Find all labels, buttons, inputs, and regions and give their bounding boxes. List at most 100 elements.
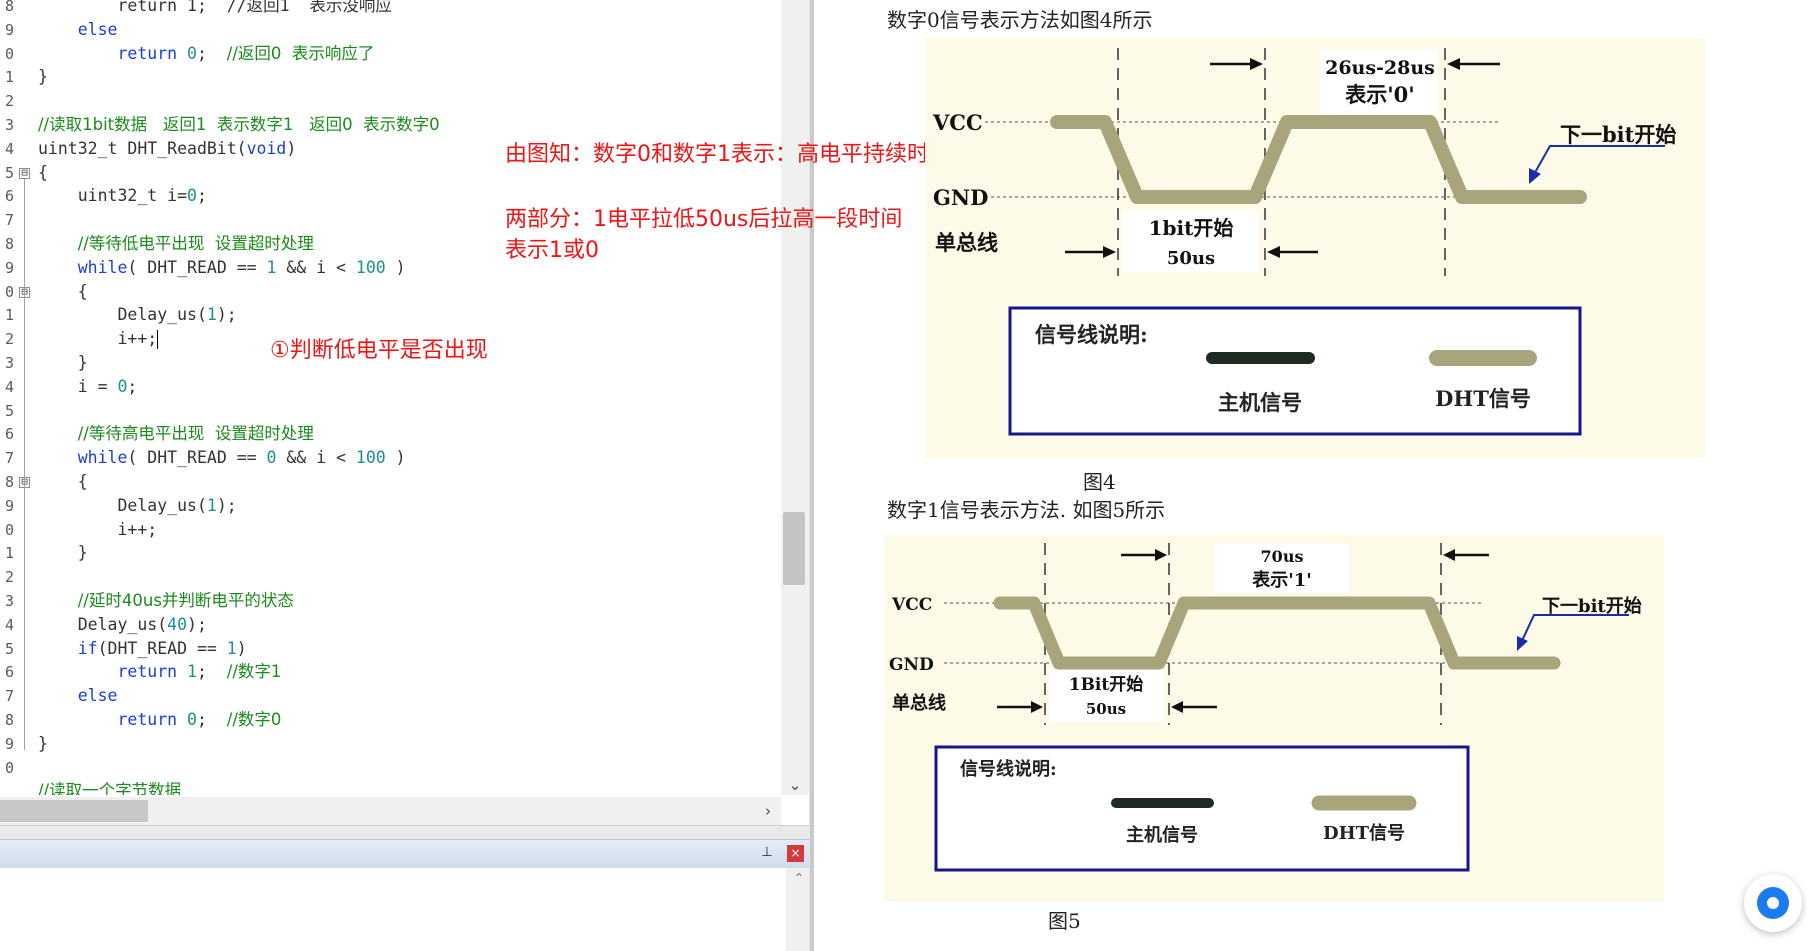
line-number: 2 bbox=[4, 568, 14, 587]
code-text bbox=[177, 710, 187, 729]
code-line[interactable]: return 0; //返回0 表示响应了 bbox=[38, 42, 374, 66]
code-text: ) bbox=[385, 448, 406, 468]
code-line[interactable]: i++; bbox=[38, 518, 157, 542]
code-text: ); bbox=[216, 305, 237, 325]
label-t50: 50us bbox=[1086, 700, 1126, 718]
label-vcc: VCC bbox=[891, 595, 932, 615]
code-number: 0 bbox=[187, 43, 197, 63]
code-line[interactable]: //等待高电平出现 设置超时处理 bbox=[38, 422, 314, 446]
code-line[interactable]: return 1; //数字1 bbox=[38, 660, 281, 684]
vertical-scrollbar[interactable] bbox=[781, 0, 809, 795]
arrowhead-t50-left bbox=[1031, 701, 1043, 713]
code-line[interactable]: else bbox=[38, 684, 118, 708]
code-keyword: else bbox=[77, 19, 118, 39]
code-line[interactable]: if(DHT_READ == 1) bbox=[38, 637, 247, 661]
code-text: uint32_t i= bbox=[38, 186, 188, 206]
code-line[interactable]: Delay_us(1); bbox=[38, 494, 236, 518]
code-line[interactable]: } bbox=[38, 732, 48, 756]
code-text bbox=[38, 448, 78, 467]
fold-guide-line bbox=[24, 178, 25, 750]
annotation-step-1: ①判断低电平是否出现 bbox=[270, 338, 488, 363]
code-text: ; bbox=[196, 662, 227, 682]
code-text: i++; bbox=[38, 519, 158, 539]
line-number: 5 bbox=[4, 639, 14, 658]
code-text: } bbox=[38, 67, 48, 87]
line-number: 9 bbox=[4, 258, 14, 277]
code-line[interactable]: { bbox=[38, 280, 88, 304]
fold-toggle-icon[interactable]: ⊟ bbox=[19, 167, 30, 179]
code-comment: //延时40us并判断电平的状态 bbox=[77, 591, 294, 610]
code-line[interactable]: } bbox=[38, 65, 48, 89]
code-text bbox=[38, 686, 78, 705]
thigh-label-bg bbox=[1320, 50, 1438, 114]
scroll-right-icon[interactable]: › bbox=[765, 802, 771, 820]
code-line[interactable]: //等待低电平出现 设置超时处理 bbox=[38, 232, 314, 256]
code-line[interactable]: //延时40us并判断电平的状态 bbox=[38, 589, 294, 613]
line-number: 6 bbox=[4, 187, 14, 206]
caption-figure-4: 图4 bbox=[1083, 470, 1116, 494]
line-number: 6 bbox=[4, 425, 14, 444]
output-panel[interactable] bbox=[0, 868, 786, 951]
code-number: 100 bbox=[355, 448, 386, 468]
code-keyword: void bbox=[246, 138, 287, 158]
panel-divider bbox=[0, 825, 812, 840]
scroll-down-icon[interactable]: ⌄ bbox=[788, 776, 802, 794]
annotation-conclusion: 由图知：数字0和数字1表示：高电平持续时间不同 bbox=[505, 142, 995, 167]
line-number: 3 bbox=[4, 116, 14, 134]
code-line[interactable]: { bbox=[38, 161, 48, 185]
code-line[interactable]: else bbox=[38, 18, 118, 42]
label-thigh: 26us-28us bbox=[1325, 57, 1435, 79]
code-line[interactable]: uint32_t i=0; bbox=[38, 184, 207, 208]
arrowhead-thigh-right bbox=[1443, 549, 1455, 561]
code-text: (DHT_READ == bbox=[97, 638, 227, 658]
pane-splitter[interactable] bbox=[809, 0, 814, 951]
code-comment: //数字1 bbox=[226, 662, 282, 682]
line-number: 8 bbox=[4, 0, 14, 15]
label-meaning: 表示'0' bbox=[1345, 82, 1414, 107]
code-keyword: return bbox=[117, 43, 178, 63]
code-line[interactable]: { bbox=[38, 470, 88, 494]
assistant-button[interactable] bbox=[1744, 874, 1802, 932]
code-line[interactable]: } bbox=[38, 351, 88, 375]
code-line[interactable]: i++; bbox=[38, 327, 159, 351]
close-icon[interactable]: × bbox=[787, 845, 804, 862]
code-line[interactable]: //读取一个字节数据 bbox=[38, 779, 181, 795]
line-number: 0 bbox=[4, 282, 14, 301]
line-number: 7 bbox=[4, 687, 14, 706]
label-bus: 单总线 bbox=[935, 230, 998, 255]
code-number: 0 bbox=[187, 710, 197, 729]
code-number: 1 bbox=[187, 662, 197, 682]
code-line[interactable]: Delay_us(1); bbox=[38, 303, 237, 327]
label-start: 1bit开始 bbox=[1149, 216, 1234, 240]
line-number: 7 bbox=[4, 449, 14, 468]
code-text: ; bbox=[196, 186, 207, 206]
code-line[interactable]: uint32_t DHT_ReadBit(void) bbox=[38, 137, 296, 161]
code-line[interactable]: i = 0; bbox=[38, 375, 138, 399]
code-line[interactable]: while( DHT_READ == 0 && i < 100 ) bbox=[38, 446, 406, 470]
code-text: && i < bbox=[276, 257, 356, 277]
line-number: 1 bbox=[4, 544, 14, 563]
code-text bbox=[38, 20, 78, 39]
label-t50: 50us bbox=[1167, 248, 1215, 269]
code-text: ) bbox=[236, 638, 247, 658]
code-text bbox=[38, 258, 78, 277]
code-text: Delay_us( bbox=[38, 614, 168, 634]
scroll-up-icon[interactable]: ⌃ bbox=[793, 871, 805, 887]
code-number: 0 bbox=[117, 376, 128, 396]
code-text: { bbox=[38, 162, 48, 182]
code-line[interactable]: } bbox=[38, 541, 88, 565]
pin-icon[interactable]: ⊥ bbox=[761, 845, 773, 860]
panel-vertical-scrollbar[interactable] bbox=[786, 868, 812, 951]
code-line[interactable]: Delay_us(40); bbox=[38, 613, 207, 637]
code-text bbox=[38, 639, 78, 658]
code-line[interactable]: return 1; //返回1 表示没响应 bbox=[38, 0, 391, 18]
code-number: 100 bbox=[355, 257, 386, 277]
vertical-scroll-thumb[interactable] bbox=[783, 512, 805, 585]
code-area[interactable]: 8 return 1; //返回1 表示没响应 9 else 0 return 0;… bbox=[0, 0, 780, 795]
code-line[interactable]: return 0; //数字0 bbox=[38, 708, 281, 732]
line-number: 4 bbox=[4, 377, 14, 396]
code-line[interactable]: while( DHT_READ == 1 && i < 100 ) bbox=[38, 256, 406, 280]
code-line[interactable]: //读取1bit数据 返回1 表示数字1 返回0 表示数字0 bbox=[38, 113, 440, 137]
code-number: 1 bbox=[266, 257, 277, 277]
horizontal-scroll-thumb[interactable] bbox=[0, 800, 148, 822]
